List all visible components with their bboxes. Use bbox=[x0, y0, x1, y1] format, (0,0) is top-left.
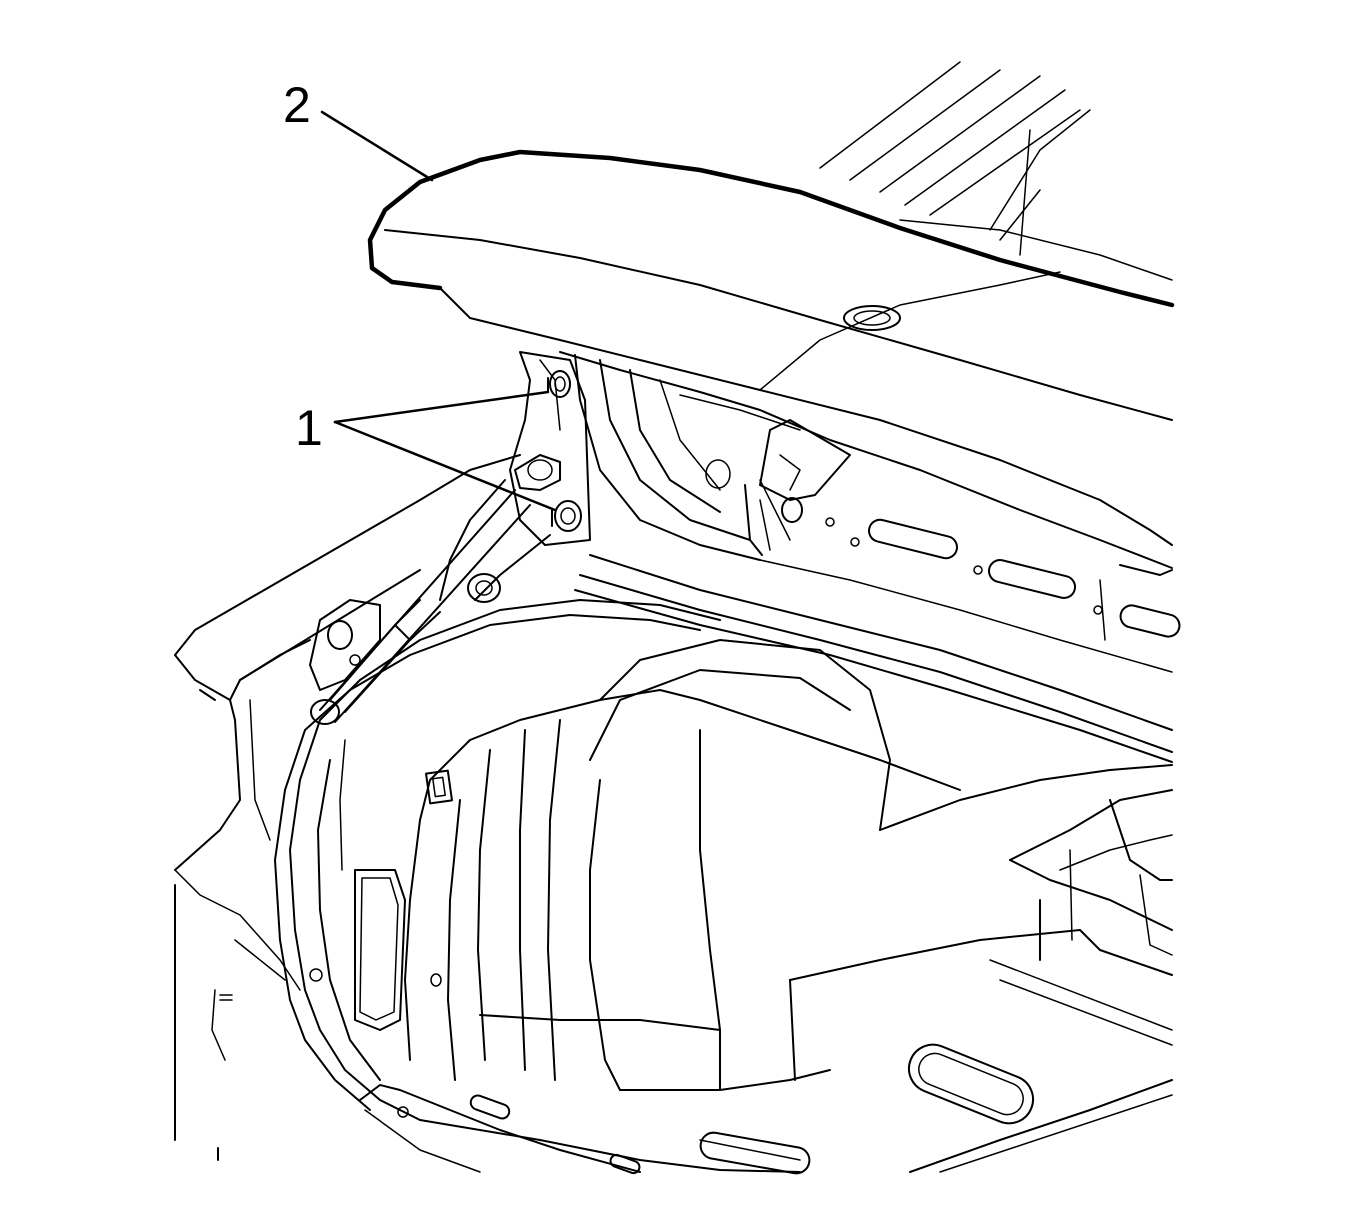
callout-2-leader bbox=[320, 110, 434, 182]
callout-1-label: 1 bbox=[295, 400, 323, 456]
bolt-upper bbox=[547, 370, 571, 398]
callout-1: 1 bbox=[295, 390, 557, 512]
trunk-gutter bbox=[274, 599, 721, 1121]
bolt-lower bbox=[551, 500, 582, 532]
callout-2: 2 bbox=[283, 77, 434, 182]
trunk-interior bbox=[354, 639, 1173, 1175]
floor-plug bbox=[907, 1043, 1035, 1125]
deck-lid bbox=[367, 149, 1175, 576]
left-quarter-panel bbox=[174, 454, 521, 1161]
callout-1-leader-lower bbox=[333, 420, 557, 512]
rear-window-lines bbox=[819, 61, 1091, 256]
callout-1-leader-upper bbox=[333, 390, 550, 424]
gas-strut bbox=[310, 489, 531, 725]
callout-2-label: 2 bbox=[283, 77, 311, 133]
left-hinge bbox=[439, 351, 591, 603]
body-frame bbox=[574, 354, 1181, 763]
